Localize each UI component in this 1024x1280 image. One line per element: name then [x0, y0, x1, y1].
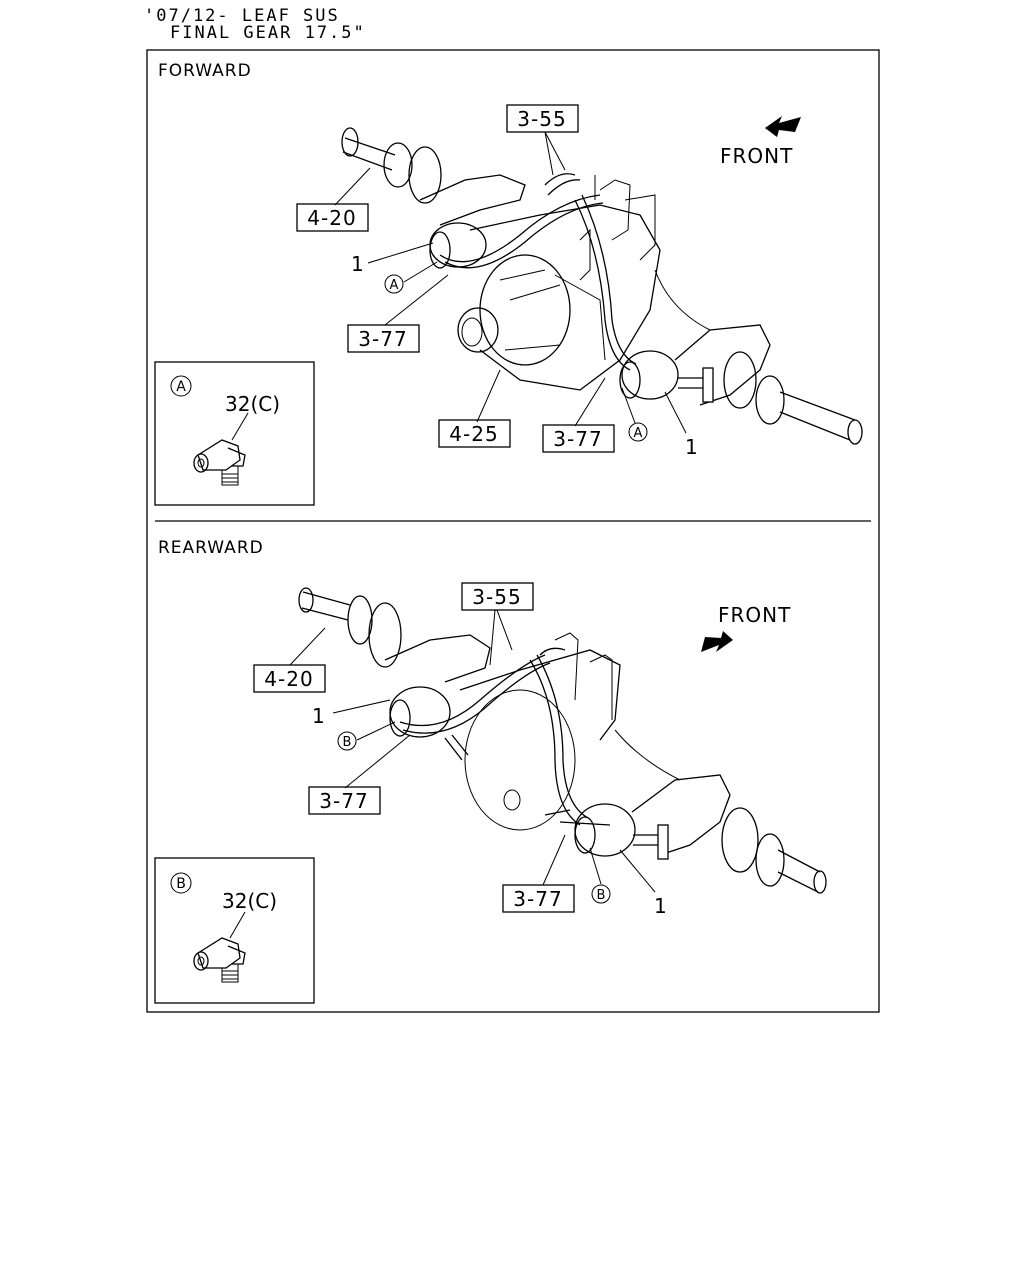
rearward-callout-3-77-right: 3-77	[502, 884, 575, 913]
inset-part-b: 32(C)	[222, 889, 277, 913]
forward-leader-lines	[334, 131, 687, 434]
forward-circle-label-left: A	[384, 274, 404, 294]
diagram-frame	[146, 49, 880, 1013]
elbow-fitting-icon	[193, 937, 246, 983]
svg-text:A: A	[390, 278, 399, 293]
rearward-title: REARWARD	[158, 538, 264, 558]
svg-text:4-20: 4-20	[264, 667, 313, 691]
forward-front-label: FRONT	[720, 144, 793, 168]
svg-text:3-55: 3-55	[517, 107, 566, 131]
axle-assembly-icon	[341, 127, 863, 445]
rearward-callout-3-77-left: 3-77	[308, 786, 381, 815]
forward-title: FORWARD	[158, 61, 252, 81]
inset-tag-a: A	[176, 379, 186, 395]
axle-assembly-icon	[298, 587, 827, 894]
svg-text:4-20: 4-20	[307, 206, 356, 230]
inset-part-a: 32(C)	[225, 392, 280, 416]
rearward-circle-label-right: B	[591, 884, 611, 904]
forward-callout-3-55: 3-55	[506, 104, 579, 133]
elbow-fitting-icon	[193, 439, 246, 486]
forward-callout-3-77-right: 3-77	[542, 424, 615, 453]
svg-text:3-77: 3-77	[513, 887, 562, 911]
forward-callout-4-20: 4-20	[296, 203, 369, 232]
svg-text:3-77: 3-77	[358, 327, 407, 351]
rearward-inset: B 32(C)	[154, 857, 315, 1004]
rearward-callout-3-55: 3-55	[461, 582, 534, 611]
svg-text:B: B	[343, 735, 352, 750]
forward-circle-label-right: A	[628, 422, 648, 442]
rearward-front-label: FRONT	[718, 603, 791, 627]
svg-text:3-77: 3-77	[553, 427, 602, 451]
svg-text:B: B	[597, 888, 606, 903]
rearward-part-1-left: 1	[312, 704, 325, 728]
svg-text:3-77: 3-77	[319, 789, 368, 813]
forward-inset: A 32(C)	[154, 361, 315, 506]
rearward-part-1-right: 1	[654, 894, 667, 918]
header-line-2: FINAL GEAR 17.5"	[170, 23, 366, 43]
forward-callout-4-25: 4-25	[438, 419, 511, 448]
forward-part-1-right: 1	[685, 435, 698, 459]
svg-text:4-25: 4-25	[449, 422, 498, 446]
svg-text:3-55: 3-55	[472, 585, 521, 609]
inset-tag-b: B	[176, 876, 186, 892]
arrow-front-icon	[701, 631, 733, 652]
svg-text:A: A	[634, 426, 643, 441]
forward-callout-3-77-left: 3-77	[347, 324, 420, 353]
rearward-leader-lines	[289, 609, 656, 893]
header-line-1: '07/12- LEAF SUS	[144, 6, 340, 26]
forward-part-1-left: 1	[351, 252, 364, 276]
rearward-callout-4-20: 4-20	[253, 664, 326, 693]
rearward-circle-label-left: B	[337, 731, 357, 751]
arrow-front-icon	[765, 116, 801, 137]
